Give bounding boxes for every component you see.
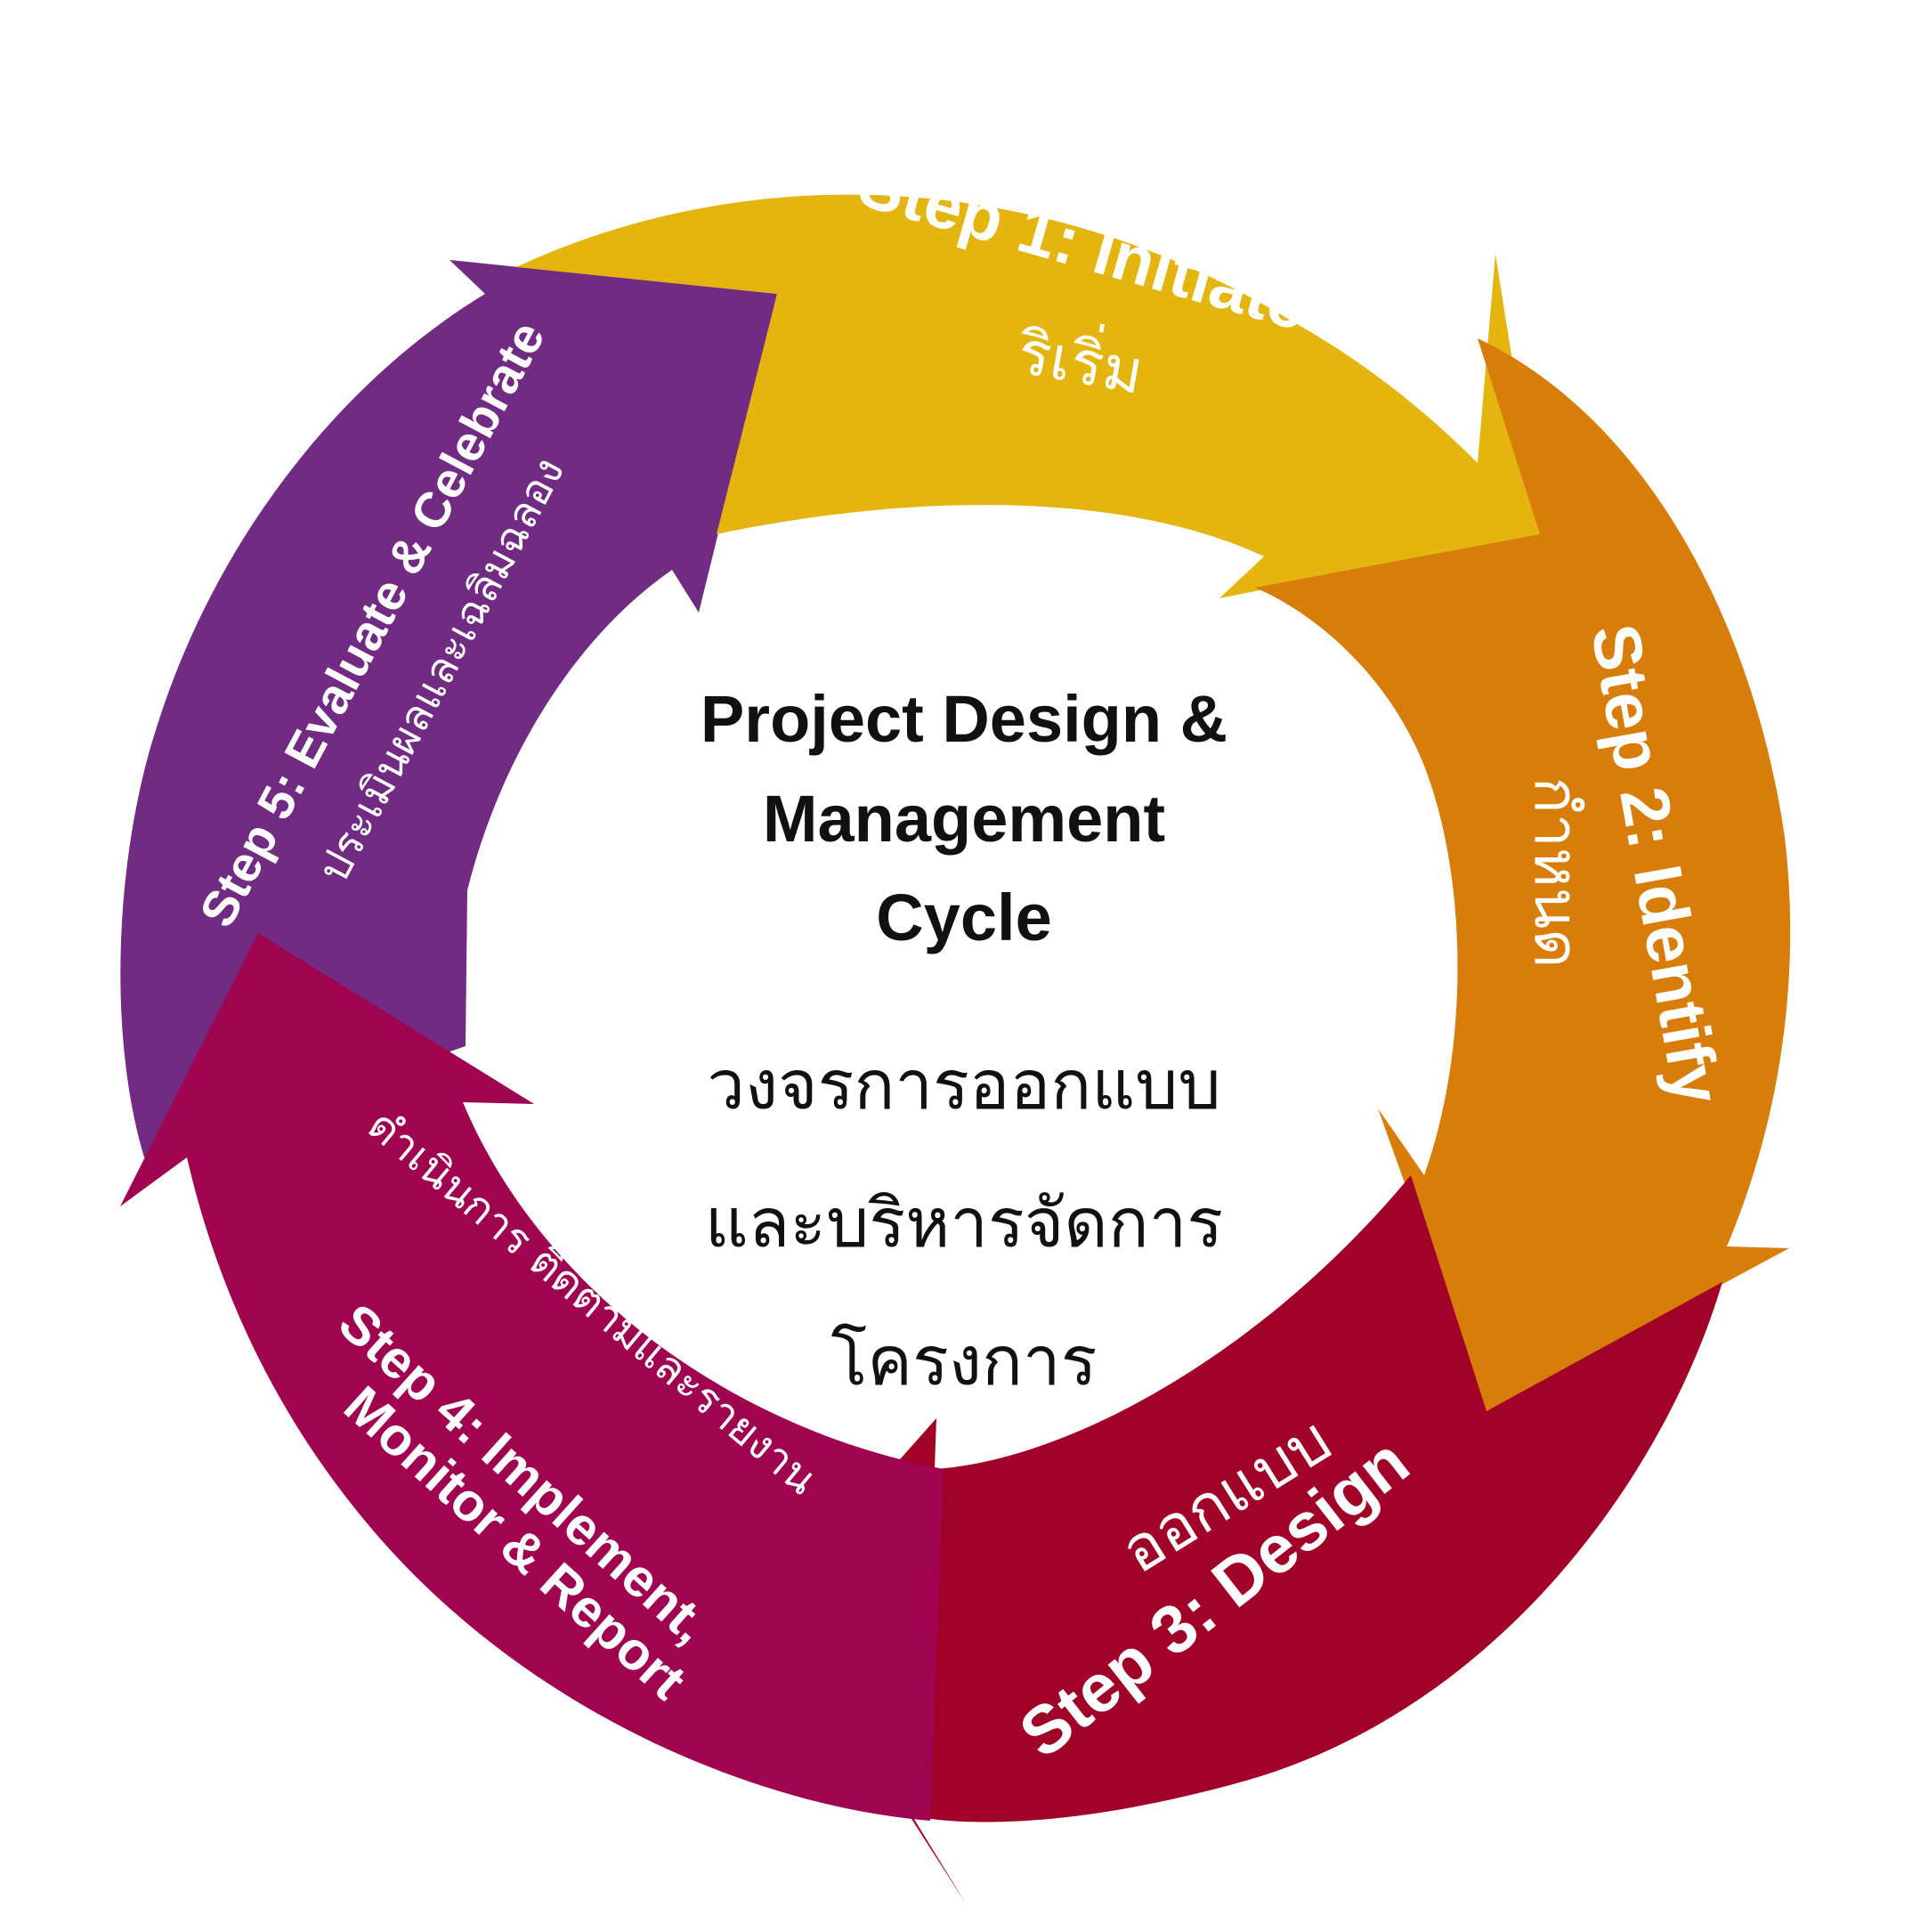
step2-arrow bbox=[1255, 338, 1791, 1411]
step1-arrow bbox=[516, 194, 1540, 598]
step2-thai: กำหนด bbox=[1520, 777, 1591, 969]
center-title-line-3: Cycle bbox=[876, 881, 1051, 954]
step5-arrow bbox=[120, 260, 778, 1157]
center-thai-line-1: วงจรการออกแบบ bbox=[707, 1045, 1220, 1124]
center-thai-line-2: และบริหารจัดการ bbox=[705, 1183, 1223, 1262]
step3-arrow bbox=[773, 1175, 1722, 1904]
step4-arrow bbox=[120, 933, 944, 1821]
center-thai-line-3: โครงการ bbox=[830, 1321, 1097, 1400]
center-title-line-1: Project Design & bbox=[701, 682, 1227, 756]
center-title-line-2: Management bbox=[763, 782, 1165, 856]
